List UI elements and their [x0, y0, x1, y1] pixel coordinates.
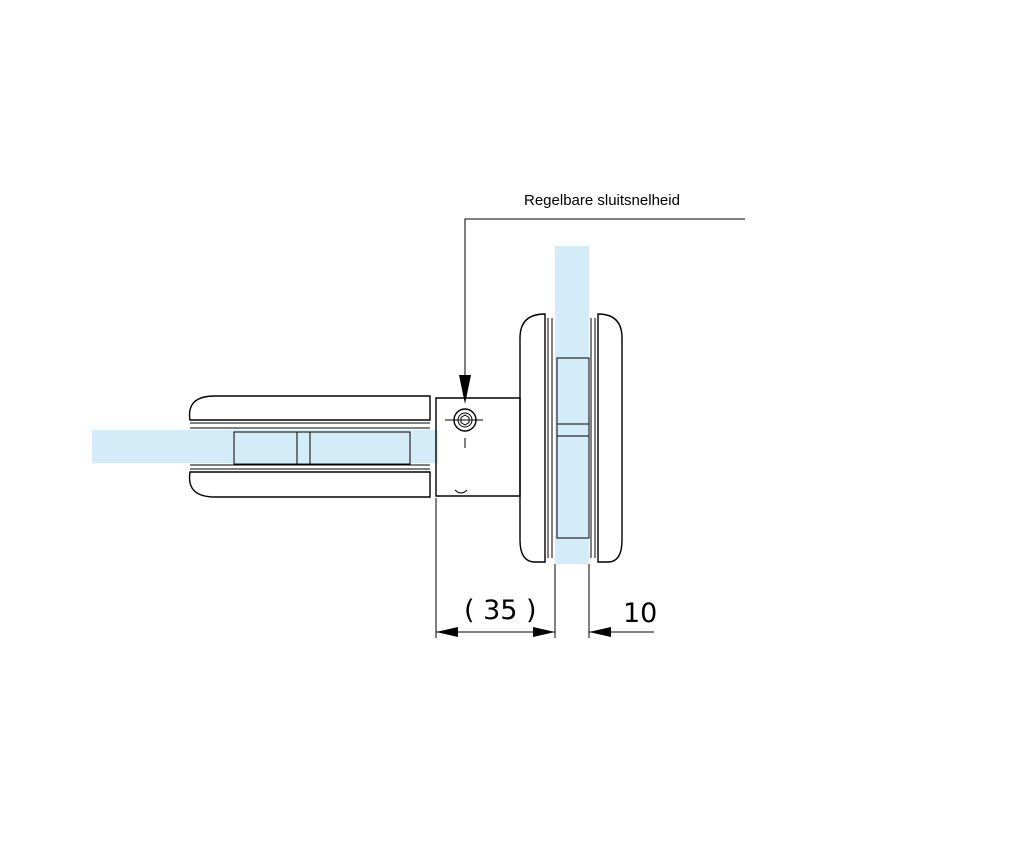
right-glass-panel [555, 246, 589, 564]
left-glass-panel [92, 430, 438, 463]
adjustment-screw-icon [445, 408, 483, 448]
dimension-lines [435, 498, 654, 638]
annotation-leader [459, 218, 745, 404]
dimension-35-label: ( 35 ) [464, 595, 537, 626]
right-clamp [519, 313, 623, 563]
dim-arrow-right-icon [533, 627, 555, 637]
leader-arrow-icon [459, 375, 471, 404]
dimension-10-label: 10 [623, 598, 657, 629]
left-clamp [188, 395, 431, 498]
dim-arrow-left-icon [436, 627, 458, 637]
hinge-body [435, 397, 521, 497]
dim-arrow-10-icon [589, 627, 611, 637]
annotation-label: Regelbare sluitsnelheid [524, 192, 680, 209]
